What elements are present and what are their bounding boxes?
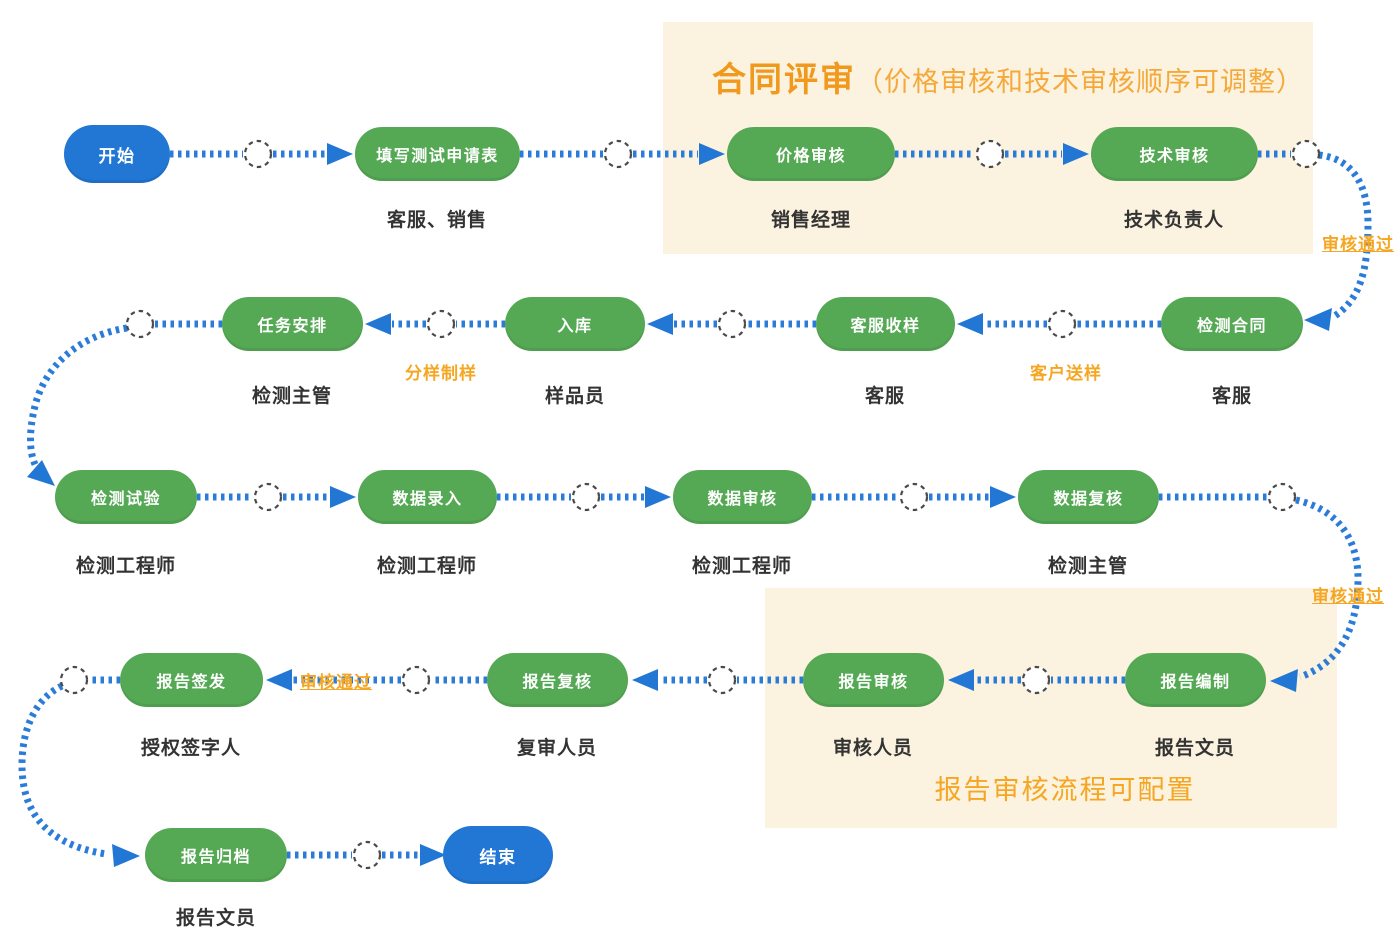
annotation-split-sample: 分样制样 [405, 364, 477, 383]
connector-circle [426, 309, 456, 339]
annotation-approved-2: 审核通过 [1312, 587, 1384, 606]
arrow-icon [1270, 669, 1298, 692]
role-price-review: 销售经理 [770, 210, 852, 231]
arrow-icon [330, 486, 356, 508]
node-start: 开始 [64, 125, 170, 183]
annotation-customer-send-sample: 客户送样 [1030, 364, 1102, 383]
role-report-sign: 授权签字人 [140, 738, 242, 759]
connector-circle [717, 309, 747, 339]
node-test-run: 检测试验 [55, 470, 197, 524]
arrow-icon [266, 669, 292, 691]
node-report-recheck: 报告复核 [487, 653, 628, 707]
role-tech-review: 技术负责人 [1123, 210, 1225, 231]
flow-curve [18, 682, 107, 858]
flow-curve [26, 324, 128, 472]
arrow-icon [27, 460, 55, 486]
node-report-review: 报告审核 [803, 653, 944, 707]
contract-review-title: 合同评审 [712, 61, 856, 99]
arrow-icon [420, 844, 446, 866]
connector-circle [352, 840, 382, 870]
connector-circle [1291, 139, 1321, 169]
node-receive-sample: 客服收样 [816, 297, 955, 351]
connector-circle [1267, 482, 1297, 512]
role-data-entry: 检测工程师 [376, 556, 478, 577]
connector-circle [253, 482, 283, 512]
contract-review-subtitle: （价格审核和技术审核顺序可调整） [856, 67, 1304, 97]
node-data-recheck: 数据复核 [1018, 470, 1159, 524]
arrow-icon [365, 313, 391, 335]
connector-circle [1047, 309, 1077, 339]
connector-circle [243, 139, 273, 169]
node-report-sign: 报告签发 [120, 653, 263, 707]
node-price-review: 价格审核 [727, 127, 895, 181]
annotation-approved-3: 审核通过 [300, 673, 372, 692]
report-review-note: 报告审核流程可配置 [934, 775, 1196, 805]
role-fill-form: 客服、销售 [386, 210, 488, 231]
role-warehouse-in: 样品员 [544, 386, 606, 407]
connector-circle [125, 309, 155, 339]
role-report-archive: 报告文员 [175, 908, 257, 929]
node-end: 结束 [443, 826, 553, 884]
node-contract: 检测合同 [1161, 297, 1303, 351]
role-report-prepare: 报告文员 [1154, 738, 1236, 759]
role-data-review: 检测工程师 [691, 556, 793, 577]
arrow-icon [948, 669, 974, 691]
connector-circle [603, 139, 633, 169]
node-report-prepare: 报告编制 [1125, 653, 1266, 707]
role-contract: 客服 [1211, 386, 1253, 407]
contract-review-heading: 合同评审 （价格审核和技术审核顺序可调整） [712, 52, 1304, 101]
node-report-archive: 报告归档 [145, 828, 287, 882]
role-task-assign: 检测主管 [251, 386, 333, 407]
arrow-icon [327, 143, 353, 165]
node-data-entry: 数据录入 [358, 470, 497, 524]
connector-circle [707, 665, 737, 695]
node-warehouse-in: 入库 [505, 297, 645, 351]
role-test-run: 检测工程师 [75, 556, 177, 577]
region-report-review [765, 588, 1337, 828]
flow-curve [1318, 151, 1372, 320]
connector-circle [975, 139, 1005, 169]
role-receive-sample: 客服 [864, 386, 906, 407]
annotation-approved-1: 审核通过 [1322, 235, 1394, 254]
node-task-assign: 任务安排 [222, 297, 363, 351]
arrow-icon [1304, 308, 1332, 331]
arrow-icon [645, 486, 671, 508]
node-tech-review: 技术审核 [1091, 127, 1258, 181]
role-report-recheck: 复审人员 [516, 738, 598, 759]
arrow-icon [647, 313, 673, 335]
connector-circle [59, 665, 89, 695]
arrow-icon [699, 143, 725, 165]
connector-circle [401, 665, 431, 695]
arrow-icon [990, 486, 1016, 508]
arrow-icon [1063, 143, 1089, 165]
connector-circle [1021, 665, 1051, 695]
arrow-icon [957, 313, 983, 335]
role-report-review: 审核人员 [832, 738, 914, 759]
node-fill-form: 填写测试申请表 [355, 127, 520, 181]
role-data-recheck: 检测主管 [1047, 556, 1129, 577]
connector-circle [571, 482, 601, 512]
connector-circle [899, 482, 929, 512]
arrow-icon [112, 844, 140, 867]
node-data-review: 数据审核 [673, 470, 812, 524]
arrow-icon [632, 669, 658, 691]
